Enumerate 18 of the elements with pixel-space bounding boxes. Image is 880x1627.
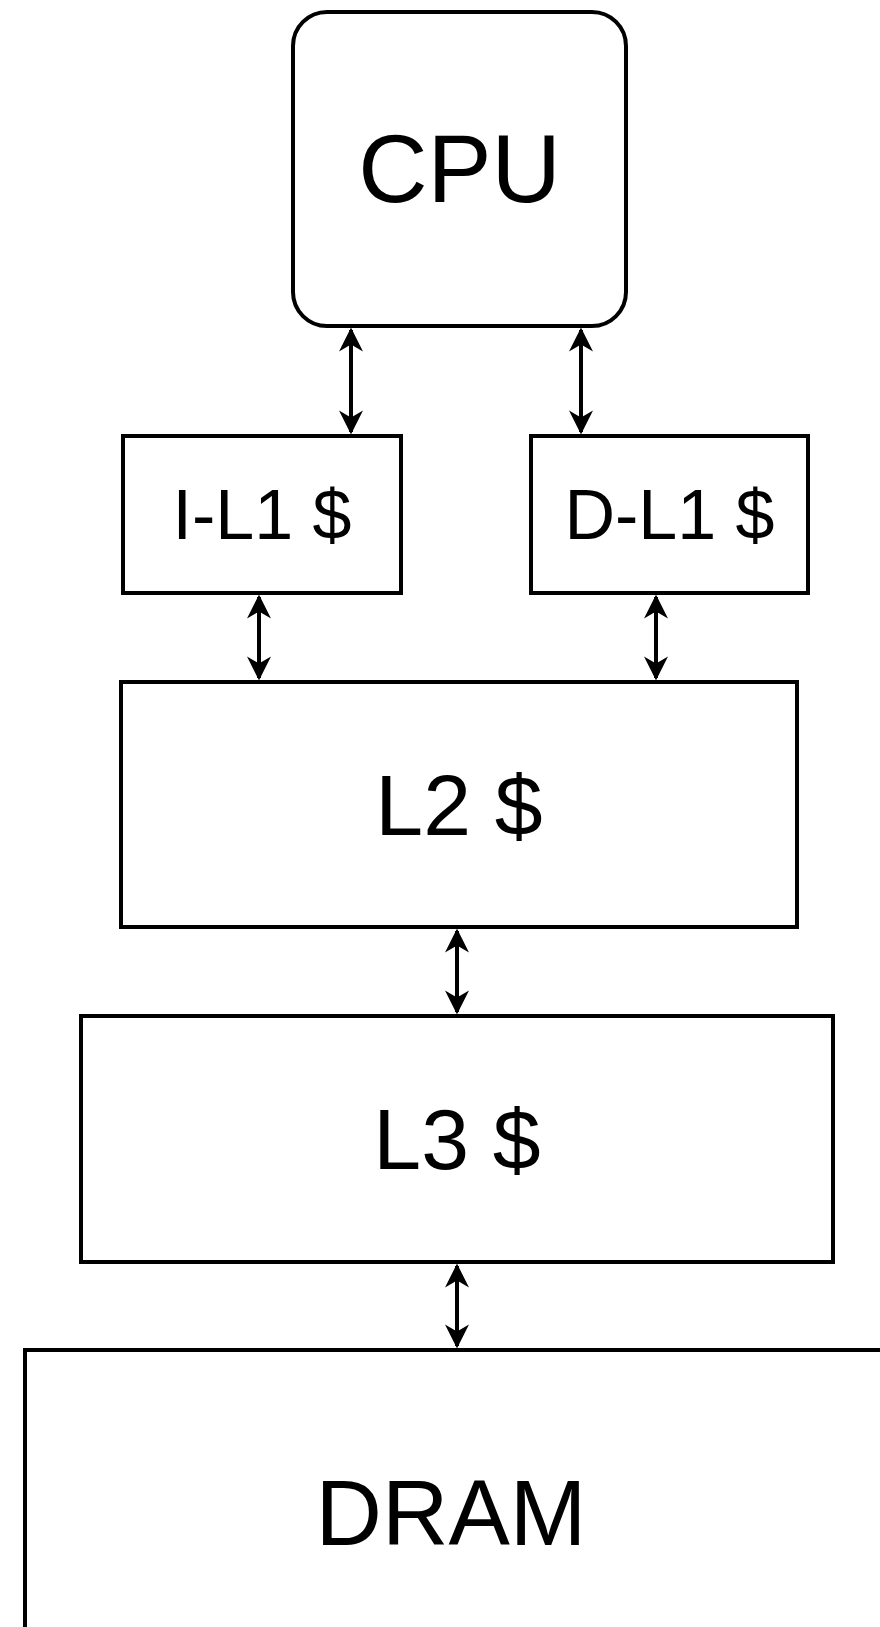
double-arrow [569,327,593,435]
double-arrow [445,928,469,1015]
box-label: CPU [358,121,561,217]
component-box [529,434,810,595]
box-label: L3 $ [373,1096,541,1182]
double-arrow [247,594,271,681]
box-label: D-L1 $ [564,479,775,550]
box-label: DRAM [315,1467,587,1559]
double-arrow [339,327,363,435]
box-label: L2 $ [375,761,543,848]
component-box [79,1014,835,1264]
component-box [291,10,628,328]
component-box [121,434,403,595]
double-arrow [445,1263,469,1349]
component-box [23,1348,880,1627]
box-label: I-L1 $ [172,479,352,550]
component-box [119,680,799,929]
double-arrow [644,594,668,681]
